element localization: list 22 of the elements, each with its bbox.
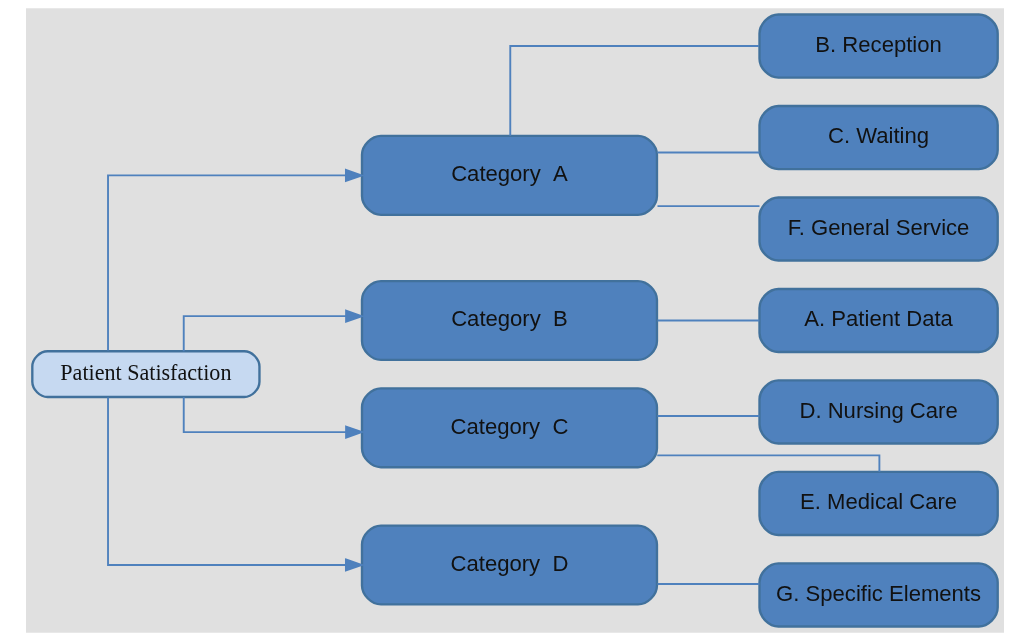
node-box: D. Nursing Care	[757, 379, 999, 445]
node-box: Category B	[360, 279, 658, 362]
node-box: E. Medical Care	[757, 470, 999, 537]
arrow	[182, 396, 365, 439]
arrow	[106, 396, 365, 572]
connector	[656, 151, 760, 154]
node-box: A. Patient Data	[757, 287, 999, 354]
node-box: Category D	[360, 524, 658, 606]
node-box: Patient Satisfaction	[30, 350, 261, 399]
node-box: Category A	[360, 134, 658, 216]
node-box: G. Specific Elements	[757, 562, 999, 628]
node-box: F. General Service	[757, 196, 999, 262]
connector	[656, 415, 760, 417]
connector	[656, 205, 760, 208]
arrow	[106, 168, 365, 352]
connector	[656, 583, 760, 585]
node-box: B. Reception	[757, 13, 999, 79]
connector	[656, 319, 760, 322]
arrow	[182, 309, 365, 353]
connector	[508, 45, 760, 137]
node-box: Category C	[360, 387, 658, 469]
node-box: C. Waiting	[757, 104, 999, 171]
